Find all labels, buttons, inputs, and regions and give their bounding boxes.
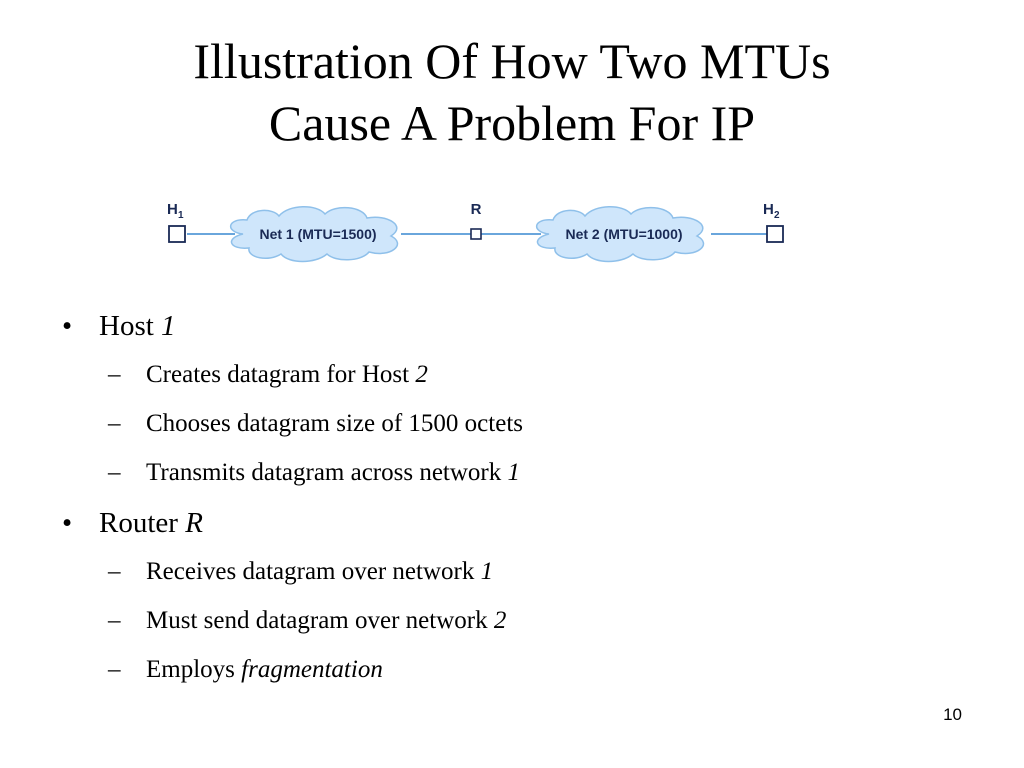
sub-bullet: Employs fragmentation <box>62 645 962 694</box>
bullet-host-1: Host 1 <box>62 302 962 350</box>
sub-bullet-emphasis: 1 <box>507 459 521 486</box>
title-line-2: Cause A Problem For IP <box>268 95 756 151</box>
net1-label: Net 1 (MTU=1500) <box>259 226 376 242</box>
net1-cloud-shape <box>230 206 399 263</box>
bullet-emphasis: 1 <box>161 310 176 342</box>
sub-bullet-text: Chooses datagram size of 1500 octets <box>146 410 523 437</box>
host1-label: H <box>167 201 178 218</box>
sub-bullet-text: Employs <box>146 656 242 683</box>
sub-bullet-emphasis: fragmentation <box>241 656 383 683</box>
title-line-1: Illustration Of How Two MTUs <box>193 33 831 89</box>
host1-box <box>168 225 186 243</box>
sub-bullet: Transmits datagram across network 1 <box>62 448 962 497</box>
bullet-text: Host <box>99 310 162 342</box>
sub-list-router-r: Receives datagram over network 1 Must se… <box>62 547 962 694</box>
sub-bullet-text: Transmits datagram across network <box>146 459 508 486</box>
router-label: R <box>471 201 482 218</box>
sub-list-host-1: Creates datagram for Host 2 Chooses data… <box>62 350 962 497</box>
router-node: R <box>470 201 482 240</box>
net2-cloud: Net 2 (MTU=1000) <box>536 206 705 263</box>
sub-bullet-emphasis: 2 <box>493 607 507 634</box>
page-number: 10 <box>943 705 962 724</box>
sub-bullet: Receives datagram over network 1 <box>62 547 962 596</box>
net2-cloud-shape <box>536 206 705 263</box>
host2-label: H <box>763 201 774 218</box>
host2-node: H 2 <box>763 201 784 243</box>
bullet-router-r: Router R <box>62 499 962 547</box>
sub-bullet: Creates datagram for Host 2 <box>62 350 962 399</box>
sub-bullet: Must send datagram over network 2 <box>62 596 962 645</box>
sub-bullet-text: Creates datagram for Host <box>146 361 416 388</box>
network-diagram: Net 1 (MTU=1500) Net 2 (MTU=1000) H 1 R … <box>155 192 795 272</box>
router-box <box>470 228 482 240</box>
net2-label: Net 2 (MTU=1000) <box>565 226 682 242</box>
bullet-list: Host 1 Creates datagram for Host 2 Choos… <box>62 302 962 696</box>
bullet-text: Router <box>99 507 186 539</box>
slide-title: Illustration Of How Two MTUs Cause A Pro… <box>0 30 1024 154</box>
host1-subscript: 1 <box>178 210 184 221</box>
host1-node: H 1 <box>167 201 186 243</box>
host2-box <box>766 225 784 243</box>
host2-subscript: 2 <box>774 210 780 221</box>
bullet-emphasis: R <box>185 507 203 539</box>
sub-bullet-text: Must send datagram over network <box>146 607 494 634</box>
net1-cloud: Net 1 (MTU=1500) <box>230 206 399 263</box>
network-diagram-svg: Net 1 (MTU=1500) Net 2 (MTU=1000) H 1 R … <box>167 201 784 263</box>
sub-bullet-emphasis: 2 <box>415 361 428 388</box>
sub-bullet-text: Receives datagram over network <box>146 558 481 585</box>
sub-bullet-emphasis: 1 <box>480 558 494 585</box>
sub-bullet: Chooses datagram size of 1500 octets <box>62 399 962 448</box>
